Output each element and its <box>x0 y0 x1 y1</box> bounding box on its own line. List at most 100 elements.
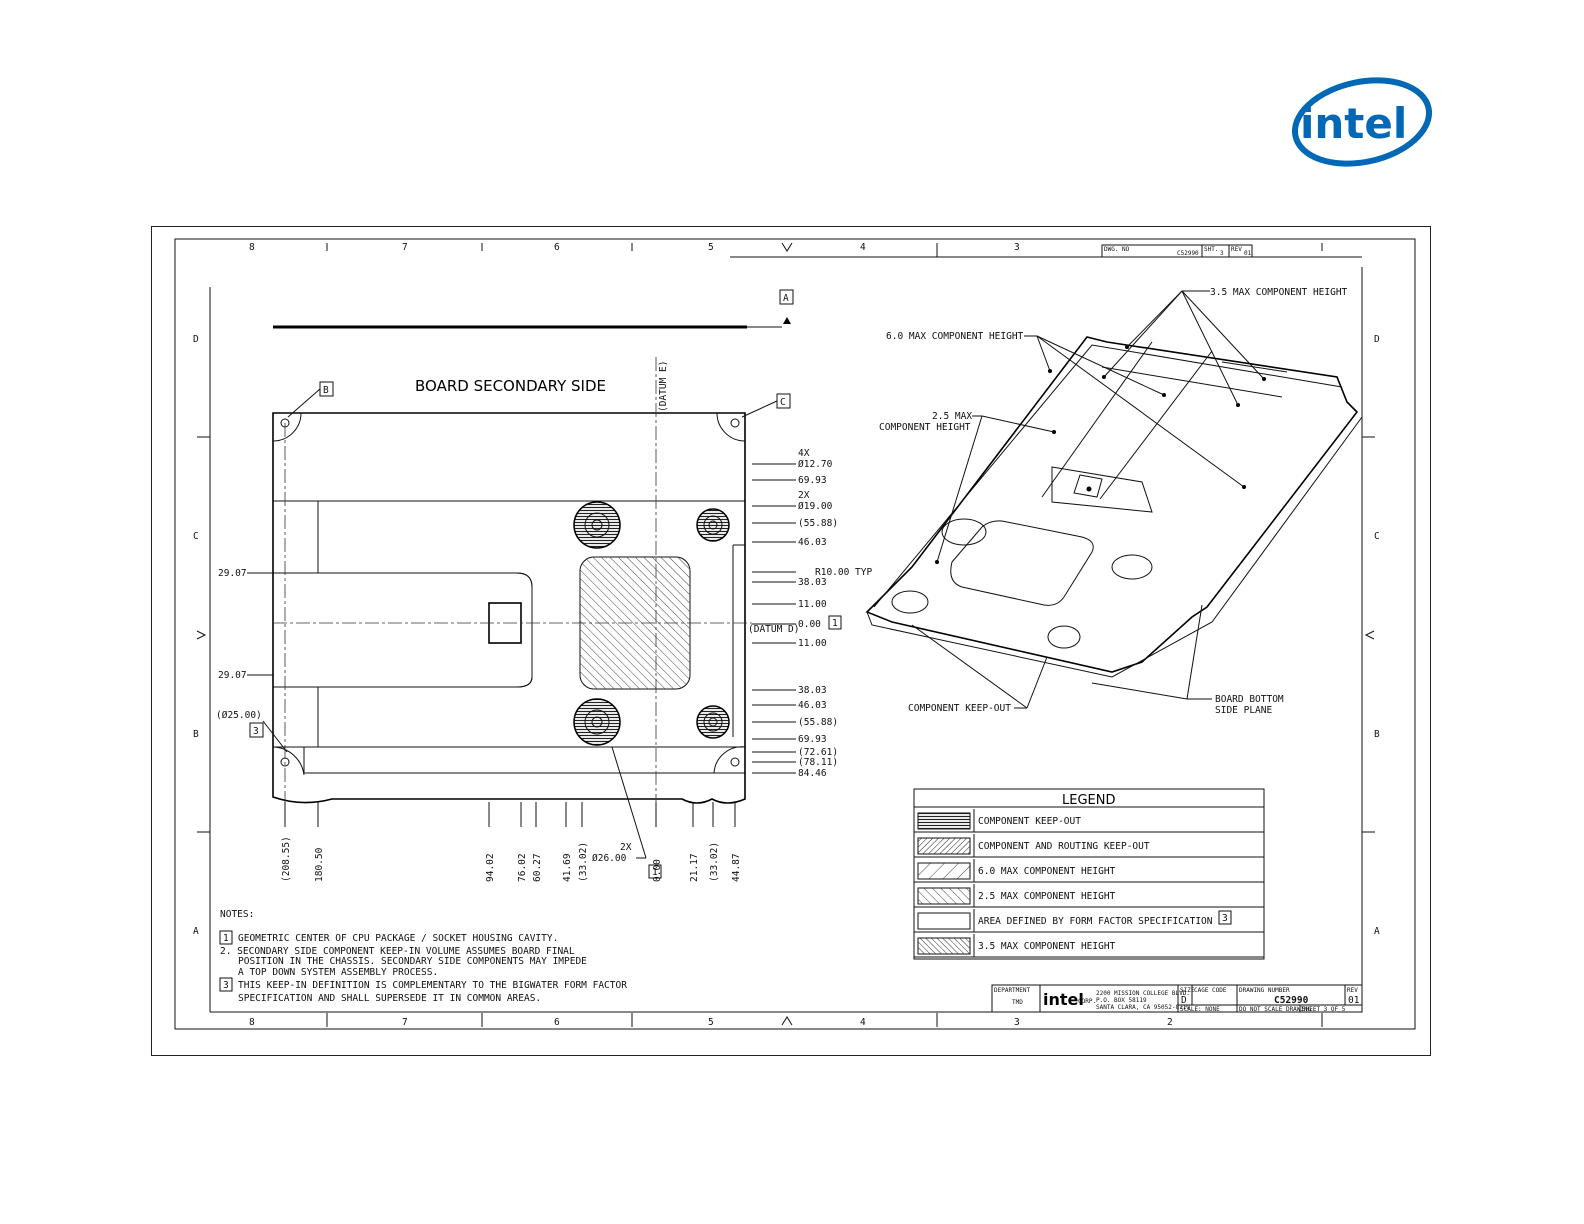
svg-text:1: 1 <box>223 933 229 944</box>
svg-text:4: 4 <box>860 1017 866 1028</box>
svg-text:29.07: 29.07 <box>218 568 247 579</box>
svg-text:29.07: 29.07 <box>218 670 247 681</box>
svg-text:C: C <box>193 531 199 542</box>
svg-text:A: A <box>193 926 199 937</box>
datum-d: (DATUM D) 1 <box>748 615 842 635</box>
svg-text:CAGE CODE: CAGE CODE <box>1194 987 1227 994</box>
mount-hole <box>573 501 621 549</box>
dimension-label: 38.03 <box>798 685 827 696</box>
zone-labels-top: 8 7 6 5 4 3 <box>249 242 1020 253</box>
drawing-number: C52990 <box>1274 995 1309 1006</box>
dimension-label: (33.02) <box>709 842 720 882</box>
svg-text:01: 01 <box>1244 250 1252 257</box>
svg-text:NOTES:: NOTES: <box>220 909 254 920</box>
svg-text:6: 6 <box>554 1017 560 1028</box>
svg-text:3: 3 <box>1014 1017 1020 1028</box>
dimension-label: 11.00 <box>798 599 827 610</box>
zone-35mm-bottom <box>303 746 746 774</box>
dimension-label: 0.00 <box>798 619 821 630</box>
legend-title: LEGEND <box>1062 793 1115 808</box>
zone-labels-rows: D C B A D C B A <box>193 334 1380 937</box>
legend-swatch <box>917 812 971 830</box>
dimension-label: (33.02) <box>578 842 589 882</box>
dimension-label: (208.55) <box>281 836 292 882</box>
dimension-label: 2X <box>798 490 810 501</box>
svg-text:THIS KEEP-IN DEFINITION IS COM: THIS KEEP-IN DEFINITION IS COMPLEMENTARY… <box>238 980 627 991</box>
dimension-label: R10.00 TYP <box>815 567 872 578</box>
mount-hole <box>573 698 621 746</box>
dimension-label: 60.27 <box>532 853 543 882</box>
legend-item-label: AREA DEFINED BY FORM FACTOR SPECIFICATIO… <box>978 916 1213 927</box>
iso-label-60: 6.0 MAX COMPONENT HEIGHT <box>886 331 1024 342</box>
svg-text:SANTA CLARA, CA 95052-8119: SANTA CLARA, CA 95052-8119 <box>1096 1004 1190 1011</box>
dimension-label: 84.46 <box>798 768 827 779</box>
dimension-label: 94.02 <box>485 853 496 882</box>
mount-hole <box>696 508 730 542</box>
svg-text:7: 7 <box>402 242 408 253</box>
dimension-label: 4X <box>798 448 810 459</box>
title-brand: intel <box>1043 990 1084 1009</box>
zone-6mm-top <box>272 412 746 502</box>
svg-text:2. SECONDARY SIDE COMPONENT KE: 2. SECONDARY SIDE COMPONENT KEEP-IN VOLU… <box>220 946 575 957</box>
isometric-view: 3.5 MAX COMPONENT HEIGHT 6.0 MAX COMPONE… <box>865 287 1363 716</box>
svg-text:SIDE PLANE: SIDE PLANE <box>1215 705 1272 716</box>
svg-text:8: 8 <box>249 1017 255 1028</box>
dimension-label: 76.02 <box>517 853 528 882</box>
svg-text:5: 5 <box>708 242 714 253</box>
sheet-header-block: DWG. NO C52990 SHT. 3 REV 01 <box>1101 244 1253 258</box>
svg-text:GEOMETRIC CENTER OF CPU PACKAG: GEOMETRIC CENTER OF CPU PACKAGE / SOCKET… <box>238 933 558 944</box>
iso-label-35: 3.5 MAX COMPONENT HEIGHT <box>1210 287 1348 298</box>
svg-text:B: B <box>193 729 199 740</box>
dimension-label: 38.03 <box>798 577 827 588</box>
svg-text:D: D <box>1181 995 1187 1006</box>
dimension-label: (55.88) <box>798 518 838 529</box>
hole-callout: 2X Ø26.00 1 <box>592 746 662 879</box>
datum-c-label: C <box>780 397 786 408</box>
dimension-label: (72.61) <box>798 747 838 758</box>
mount-hole <box>696 705 730 739</box>
svg-text:DRAWING NUMBER: DRAWING NUMBER <box>1239 987 1290 994</box>
legend: LEGEND COMPONENT KEEP-OUT COMPONENT AND R… <box>913 788 1265 960</box>
svg-text:REV: REV <box>1347 987 1358 994</box>
legend-swatch <box>917 912 971 930</box>
iso-label-bottom: BOARD BOTTOM <box>1215 694 1284 705</box>
svg-text:7: 7 <box>402 1017 408 1028</box>
svg-text:A: A <box>1374 926 1380 937</box>
svg-text:SHEET 3 OF 5: SHEET 3 OF 5 <box>1302 1006 1346 1013</box>
datum-a-flag <box>779 289 794 305</box>
dimension-label: 41.69 <box>562 853 573 882</box>
svg-text:SCALE: NONE: SCALE: NONE <box>1180 1006 1220 1013</box>
svg-text:8: 8 <box>249 242 255 253</box>
svg-text:Ø26.00: Ø26.00 <box>592 853 627 864</box>
dimension-label: Ø19.00 <box>798 501 833 512</box>
intel-logo: intel <box>1291 77 1433 167</box>
svg-text:D: D <box>1374 334 1380 345</box>
svg-text:REV: REV <box>1231 246 1242 253</box>
svg-text:DO NOT SCALE DRAWING: DO NOT SCALE DRAWING <box>1239 1006 1312 1013</box>
dimension-label: 180.50 <box>314 847 325 882</box>
notes: NOTES: 1 GEOMETRIC CENTER OF CPU PACKAGE… <box>219 909 627 1004</box>
drawing-sheet: 8 7 6 5 4 3 8 7 6 5 4 3 2 D C B A D C B … <box>151 226 1431 1056</box>
iso-label-25: 2.5 MAX <box>932 411 972 422</box>
dimension-label: 11.00 <box>798 638 827 649</box>
dimension-label: 0.00 <box>652 859 663 882</box>
svg-text:TMD: TMD <box>1012 999 1023 1006</box>
svg-text:2200 MISSION COLLEGE BLVD.: 2200 MISSION COLLEGE BLVD. <box>1096 990 1190 997</box>
legend-item-label: COMPONENT KEEP-OUT <box>978 816 1081 827</box>
svg-text:SIZE: SIZE <box>1180 987 1195 994</box>
svg-text:P.O. BOX 58119: P.O. BOX 58119 <box>1096 997 1147 1004</box>
svg-text:SPECIFICATION AND SHALL SUPERS: SPECIFICATION AND SHALL SUPERSEDE IT IN … <box>238 993 541 1004</box>
dimension-label: 46.03 <box>798 700 827 711</box>
svg-text:1: 1 <box>832 618 838 629</box>
plan-title: BOARD SECONDARY SIDE <box>415 377 606 395</box>
title-block: DEPARTMENT TMD intel CORP. 2200 MISSION … <box>991 984 1363 1013</box>
datum-d-label: (DATUM D) <box>748 624 799 635</box>
svg-text:C: C <box>1374 531 1380 542</box>
svg-text:3: 3 <box>1222 913 1228 924</box>
svg-text:POSITION IN THE CHASSIS. SECON: POSITION IN THE CHASSIS. SECONDARY SIDE … <box>238 956 587 967</box>
legend-item-label: COMPONENT AND ROUTING KEEP-OUT <box>978 841 1150 852</box>
svg-text:DEPARTMENT: DEPARTMENT <box>994 987 1031 994</box>
datum-a-label: A <box>783 293 789 304</box>
svg-text:01: 01 <box>1348 995 1360 1006</box>
svg-text:CORP.: CORP. <box>1078 998 1096 1005</box>
